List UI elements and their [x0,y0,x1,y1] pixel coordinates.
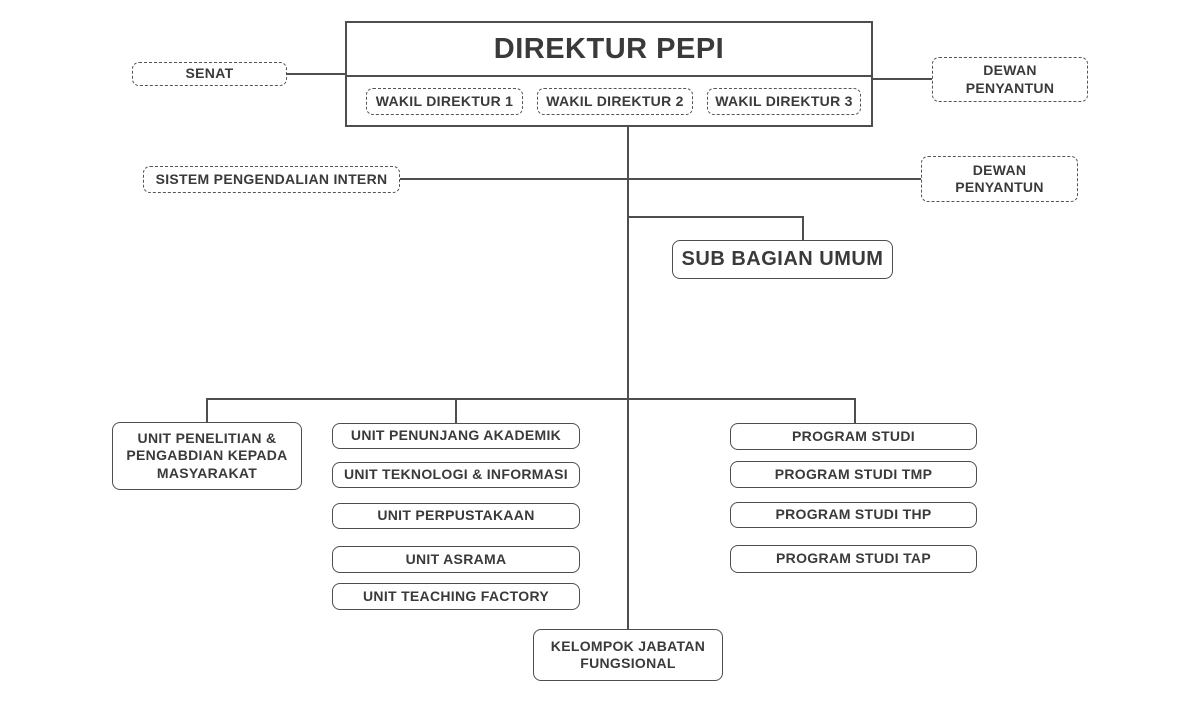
wakil-direktur-1-box: WAKIL DIREKTUR 1 [366,88,523,115]
sistem-pengendalian-intern-label: SISTEM PENGENDALIAN INTERN [155,170,388,187]
connector-drop-right-line [854,398,856,424]
unit-teaching-factory-label: UNIT TEACHING FACTORY [363,587,549,604]
dewan-penyantun-top-box: DEWAN PENYANTUN [932,57,1088,102]
program-studi-tmp-box: PROGRAM STUDI TMP [730,461,977,488]
program-studi-box: PROGRAM STUDI [730,423,977,450]
unit-penunjang-akademik-label: UNIT PENUNJANG AKADEMIK [350,427,562,444]
connector-drop-middle-line [455,398,457,424]
dewan-penyantun-mid-box: DEWAN PENYANTUN [921,156,1078,202]
connector-dewan-top-line [873,78,932,80]
connector-drop-left-line [206,398,208,423]
program-studi-tap-box: PROGRAM STUDI TAP [730,545,977,573]
unit-teknologi-informasi-label: UNIT TEKNOLOGI & INFORMASI [343,466,568,483]
wakil-direktur-2-label: WAKIL DIREKTUR 2 [546,92,684,109]
connector-branch-horizontal-line [206,398,856,400]
program-studi-tmp-label: PROGRAM STUDI TMP [774,465,933,482]
unit-penelitian-label: UNIT PENELITIAN & PENGABDIAN KEPADA MASY… [126,429,288,481]
unit-penunjang-akademik-box: UNIT PENUNJANG AKADEMIK [332,423,580,449]
unit-asrama-label: UNIT ASRAMA [405,550,507,567]
sub-bagian-umum-label: SUB BAGIAN UMUM [681,248,884,270]
connector-subbagian-horizontal-line [627,216,804,218]
sistem-pengendalian-intern-box: SISTEM PENGENDALIAN INTERN [143,166,400,193]
connector-center-vertical-line [627,126,629,630]
unit-perpustakaan-label: UNIT PERPUSTAKAAN [377,507,535,524]
connector-spi-line [400,178,627,180]
senat-label: SENAT [185,65,234,82]
unit-teaching-factory-box: UNIT TEACHING FACTORY [332,583,580,610]
connector-senat-line [287,73,345,75]
wakil-direktur-3-box: WAKIL DIREKTUR 3 [707,88,861,115]
unit-perpustakaan-box: UNIT PERPUSTAKAAN [332,503,580,529]
wakil-direktur-2-box: WAKIL DIREKTUR 2 [537,88,693,115]
direktur-title: DIREKTUR PEPI [493,32,725,65]
kelompok-jabatan-fungsional-label: KELOMPOK JABATAN FUNGSIONAL [550,637,706,672]
unit-asrama-box: UNIT ASRAMA [332,546,580,573]
program-studi-thp-box: PROGRAM STUDI THP [730,502,977,528]
wakil-direktur-1-label: WAKIL DIREKTUR 1 [375,92,514,109]
connector-subbagian-vertical-line [802,216,804,242]
unit-penelitian-box: UNIT PENELITIAN & PENGABDIAN KEPADA MASY… [112,422,302,490]
direktur-divider [347,75,871,77]
direktur-box: DIREKTUR PEPI WAKIL DIREKTUR 1 WAKIL DIR… [345,21,873,127]
wakil-direktur-3-label: WAKIL DIREKTUR 3 [715,92,853,109]
dewan-penyantun-top-label: DEWAN PENYANTUN [965,62,1055,96]
sub-bagian-umum-box: SUB BAGIAN UMUM [672,240,893,279]
program-studi-tap-label: PROGRAM STUDI TAP [776,550,931,567]
program-studi-thp-label: PROGRAM STUDI THP [775,506,932,523]
connector-dewan-mid-line [629,178,921,180]
kelompok-jabatan-fungsional-box: KELOMPOK JABATAN FUNGSIONAL [533,629,723,681]
unit-teknologi-informasi-box: UNIT TEKNOLOGI & INFORMASI [332,462,580,488]
program-studi-label: PROGRAM STUDI [792,427,915,444]
senat-box: SENAT [132,62,287,86]
dewan-penyantun-mid-label: DEWAN PENYANTUN [955,161,1044,196]
